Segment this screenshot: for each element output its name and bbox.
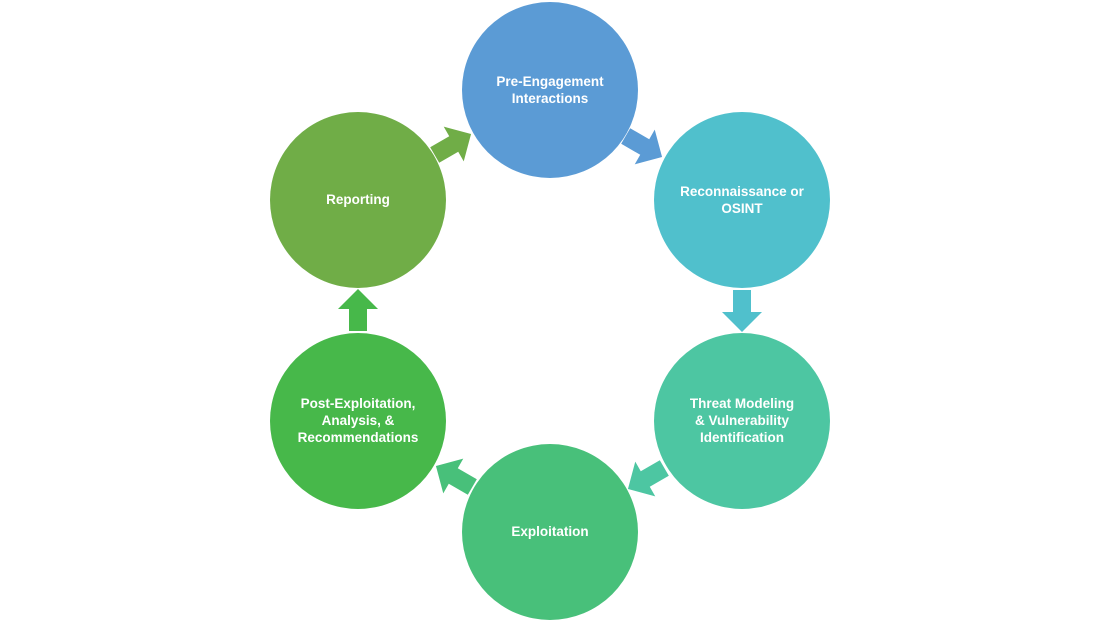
node-pre-engagement-circle [462,2,638,178]
nodes-layer [270,2,830,620]
node-exploitation-circle [462,444,638,620]
arrow-reconnaissance-to-threat-modeling [722,290,762,332]
node-reporting-label: Reporting [326,192,390,208]
node-pre-engagement-label: Pre-Engagement Interactions [496,73,604,106]
arrow-exploitation-to-post-exploitation [435,458,477,495]
arrow-threat-modeling-to-exploitation [627,460,669,497]
node-threat-modeling-circle [654,333,830,509]
node-post-exploitation-circle [270,333,446,509]
arrow-reporting-to-pre-engagement [430,126,472,163]
node-threat-modeling-label: Threat Modeling & Vulnerability Identifi… [689,396,795,446]
arrow-pre-engagement-to-reconnaissance [621,128,663,165]
node-reconnaissance-label: Reconnaissance or OSINT [680,183,804,216]
node-reconnaissance-circle [654,112,830,288]
node-exploitation-label: Exploitation [511,524,589,540]
arrow-post-exploitation-to-reporting [338,289,378,331]
arrows-layer [338,126,762,497]
node-reporting-circle [270,112,446,288]
node-post-exploitation-label: Post-Exploitation, Analysis, & Recommend… [297,396,419,446]
